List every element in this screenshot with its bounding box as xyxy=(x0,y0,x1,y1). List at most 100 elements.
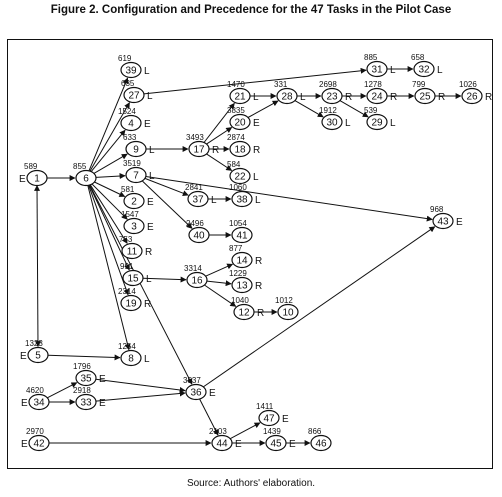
task-id-label: 16 xyxy=(191,276,203,287)
task-time-label: 1323 xyxy=(25,339,43,348)
edge-17-to-21 xyxy=(203,102,235,143)
task-ellipse-3 xyxy=(123,217,145,235)
task-ellipse-17 xyxy=(188,140,210,158)
task-side-label: R xyxy=(253,145,260,156)
edge-27-to-31 xyxy=(143,67,367,95)
task-node-41: 41 1054 xyxy=(229,219,253,244)
task-ellipse-1 xyxy=(26,169,48,187)
task-side-label: L xyxy=(147,91,153,102)
task-side-label: E xyxy=(235,439,242,450)
task-id-label: 23 xyxy=(326,92,338,103)
task-side-label: L xyxy=(253,172,259,183)
task-id-label: 5 xyxy=(35,351,41,362)
task-side-label: E xyxy=(289,439,296,450)
edge-6-to-4 xyxy=(90,129,126,172)
edge-6-to-11 xyxy=(89,184,128,244)
task-time-label: 866 xyxy=(308,427,322,436)
task-ellipse-4 xyxy=(120,114,142,132)
task-id-label: 31 xyxy=(371,65,383,76)
task-ellipse-31 xyxy=(366,60,388,78)
task-time-label: 799 xyxy=(412,80,426,89)
task-side-label: L xyxy=(390,118,396,129)
edge-6-to-19 xyxy=(88,185,130,296)
task-time-label: 2314 xyxy=(118,287,136,296)
task-id-label: 9 xyxy=(133,145,139,156)
task-time-label: 1439 xyxy=(263,427,281,436)
task-time-label: 1012 xyxy=(275,296,293,305)
task-ellipse-34 xyxy=(28,393,50,411)
task-time-label: 589 xyxy=(24,162,38,171)
task-ellipse-45 xyxy=(265,434,287,452)
task-id-label: 20 xyxy=(234,118,246,129)
task-time-label: 1054 xyxy=(229,219,247,228)
task-time-label: 1796 xyxy=(73,362,91,371)
task-id-label: 26 xyxy=(466,92,478,103)
task-id-label: 32 xyxy=(418,65,430,76)
task-id-label: 29 xyxy=(371,118,383,129)
edge-6-to-36 xyxy=(89,184,193,385)
task-time-label: 1524 xyxy=(118,107,136,116)
task-id-label: 4 xyxy=(128,119,134,130)
task-ellipse-10 xyxy=(277,303,299,321)
source-note: Source: Authors' elaboration. xyxy=(186,478,316,489)
task-side-label: E xyxy=(21,398,28,409)
edge-35-to-36 xyxy=(95,378,186,393)
edge-6-to-8 xyxy=(87,185,131,351)
task-time-label: 2841 xyxy=(185,183,203,192)
task-time-label: 1470 xyxy=(227,80,245,89)
task-id-label: 15 xyxy=(127,274,139,285)
task-ellipse-41 xyxy=(231,226,253,244)
task-id-label: 10 xyxy=(282,308,294,319)
task-side-label: L xyxy=(144,66,150,77)
task-ellipse-37 xyxy=(187,190,209,208)
task-time-label: 1229 xyxy=(229,269,247,278)
edge-6-to-39 xyxy=(88,77,129,171)
task-ellipse-21 xyxy=(229,87,251,105)
task-side-label: L xyxy=(149,145,155,156)
figure-title: Figure 2. Configuration and Precedence f… xyxy=(50,4,452,16)
task-ellipse-32 xyxy=(413,60,435,78)
task-time-label: 3519 xyxy=(123,159,141,168)
task-side-label: R xyxy=(145,247,152,258)
task-ellipse-38 xyxy=(231,190,253,208)
task-ellipse-42 xyxy=(28,434,50,452)
task-side-label: R xyxy=(212,145,219,156)
task-ellipse-19 xyxy=(120,294,142,312)
task-time-label: 658 xyxy=(411,53,425,62)
task-time-label: 1411 xyxy=(256,402,274,411)
task-side-label: L xyxy=(345,118,351,129)
task-side-label: R xyxy=(255,281,262,292)
task-time-label: 885 xyxy=(364,53,378,62)
task-id-label: 43 xyxy=(437,217,449,228)
task-id-label: 6 xyxy=(83,174,89,185)
task-id-label: 45 xyxy=(270,439,282,450)
task-id-label: 30 xyxy=(326,118,338,129)
task-time-label: 968 xyxy=(430,205,444,214)
task-id-label: 41 xyxy=(236,231,248,242)
task-time-label: 2970 xyxy=(26,427,44,436)
task-id-label: 47 xyxy=(263,414,275,425)
task-ellipse-46 xyxy=(310,434,332,452)
task-id-label: 13 xyxy=(236,281,248,292)
task-id-label: 39 xyxy=(125,66,137,77)
task-time-label: 2874 xyxy=(227,133,245,142)
task-id-label: 1 xyxy=(34,174,40,185)
task-time-label: 584 xyxy=(227,160,241,169)
task-side-label: R xyxy=(144,299,151,310)
task-side-label: L xyxy=(149,171,155,182)
task-side-label: R xyxy=(257,308,264,319)
edge-6-to-27 xyxy=(89,102,130,172)
task-ellipse-5 xyxy=(27,346,49,364)
